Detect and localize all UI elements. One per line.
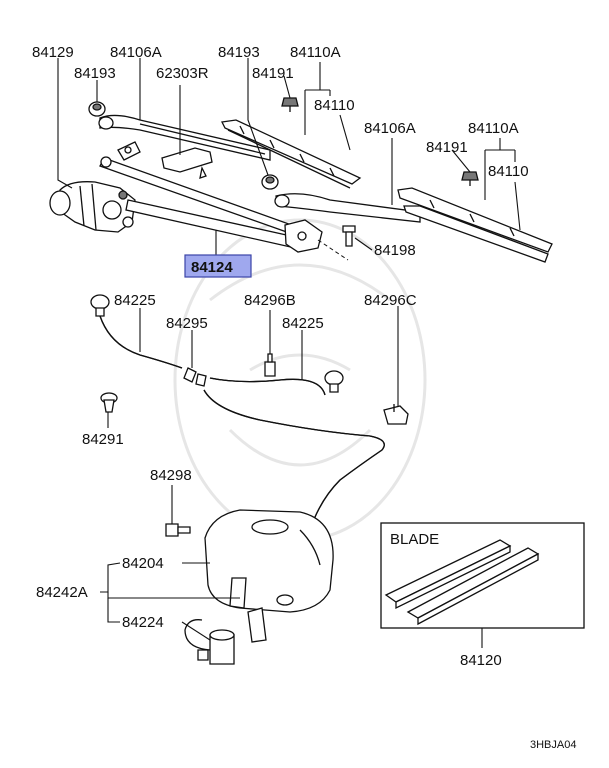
label-84129: 84129 [32, 44, 74, 61]
label-84198: 84198 [374, 242, 416, 259]
label-84110-top: 84110 [314, 97, 355, 114]
nut-right [461, 171, 479, 186]
hose-clip-84296C [383, 404, 409, 425]
washer-reservoir-tank [204, 509, 334, 643]
label-blade: BLADE [390, 531, 439, 548]
wiper-arm-left [98, 114, 271, 161]
pivot-bracket [117, 141, 141, 161]
label-84204: 84204 [122, 555, 164, 572]
highlight-box [184, 254, 252, 278]
pivot-cap-right [261, 174, 279, 190]
leader-lines [57, 58, 521, 648]
washer-hose-right [209, 377, 326, 396]
washer-nozzle-left [90, 294, 110, 317]
nut-top [281, 97, 299, 112]
wiper-link-rod [99, 156, 349, 261]
cowl-cover [161, 147, 213, 179]
label-84224: 84224 [122, 614, 164, 631]
label-84124: 84124 [191, 259, 233, 276]
label-84191-top: 84191 [252, 65, 294, 82]
wiper-arm-right [274, 193, 421, 223]
label-84298: 84298 [150, 467, 192, 484]
label-84110-right: 84110 [488, 163, 529, 180]
label-84225-mid: 84225 [282, 315, 324, 332]
pivot-cap-left [88, 101, 106, 117]
label-84296B: 84296B [244, 292, 296, 309]
bolt-84198 [342, 225, 356, 247]
label-84106A-right: 84106A [364, 120, 416, 137]
bolt-84298 [165, 523, 191, 537]
label-84296C: 84296C [364, 292, 417, 309]
diagram-code: 3HBJA04 [530, 739, 576, 751]
label-84106A-top: 84106A [110, 44, 162, 61]
washer-pump [184, 619, 235, 665]
wiper-motor [49, 181, 136, 233]
label-84291: 84291 [82, 431, 124, 448]
label-84193-top: 84193 [218, 44, 260, 61]
grommet-84291 [100, 392, 118, 413]
label-84191-right: 84191 [426, 139, 468, 156]
label-84295: 84295 [166, 315, 208, 332]
label-84124-highlighted[interactable]: 84124 [184, 254, 252, 278]
label-62303R: 62303R [156, 65, 209, 82]
washer-nozzle-right [324, 370, 344, 393]
label-84225-left: 84225 [114, 292, 156, 309]
washer-hose-left [99, 315, 183, 369]
label-84120: 84120 [460, 652, 502, 669]
wiper-blade-top [221, 119, 362, 189]
hose-clip-84296B [264, 353, 276, 377]
wiper-blade-right [397, 187, 553, 263]
label-84193-left: 84193 [74, 65, 116, 82]
label-84242A: 84242A [36, 584, 88, 601]
label-84110A-top: 84110A [290, 44, 341, 61]
hose-joint [183, 367, 207, 387]
blade-refill [384, 539, 540, 626]
label-84110A-right: 84110A [468, 120, 519, 137]
